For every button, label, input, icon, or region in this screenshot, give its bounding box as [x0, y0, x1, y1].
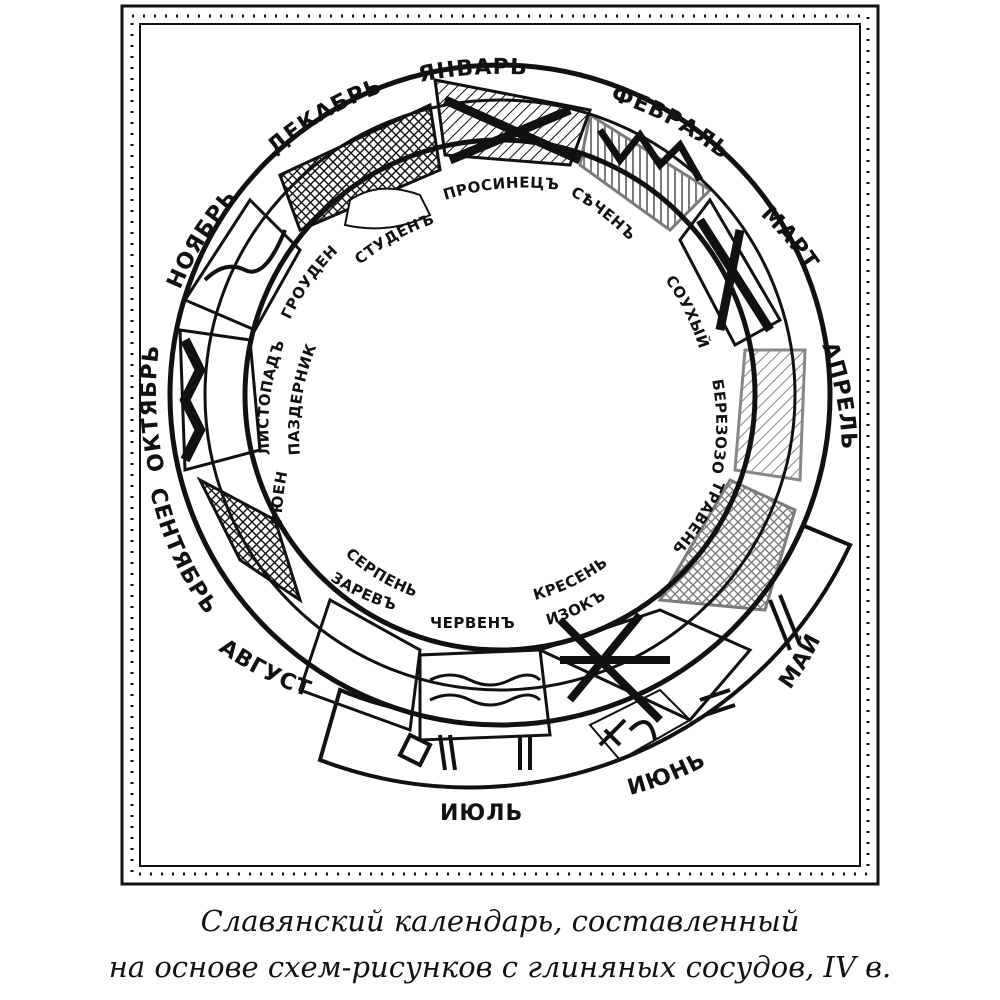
month-label-july: ИЮЛЬ: [440, 801, 523, 826]
caption-line-2: на основе схем-рисунков с глиняных сосуд…: [108, 950, 892, 984]
month-label-june: ИЮНЬ: [625, 748, 710, 801]
segment-patterns: [178, 78, 807, 771]
dotted-frame: [120, 4, 880, 886]
calendar-figure: ЯНВАРЬ ФЕВРАЛЬ МАРТ АПРЕЛЬ МАЙ ИЮНЬ ИЮЛЬ…: [0, 0, 880, 886]
month-label-october: ОКТЯБРЬ: [137, 343, 171, 474]
caption-line-1: Славянский календарь, составленный: [200, 904, 800, 938]
inner-name-cherven: ЧЕРВЕНЪ: [430, 614, 515, 632]
calendar-ring: [167, 62, 833, 728]
